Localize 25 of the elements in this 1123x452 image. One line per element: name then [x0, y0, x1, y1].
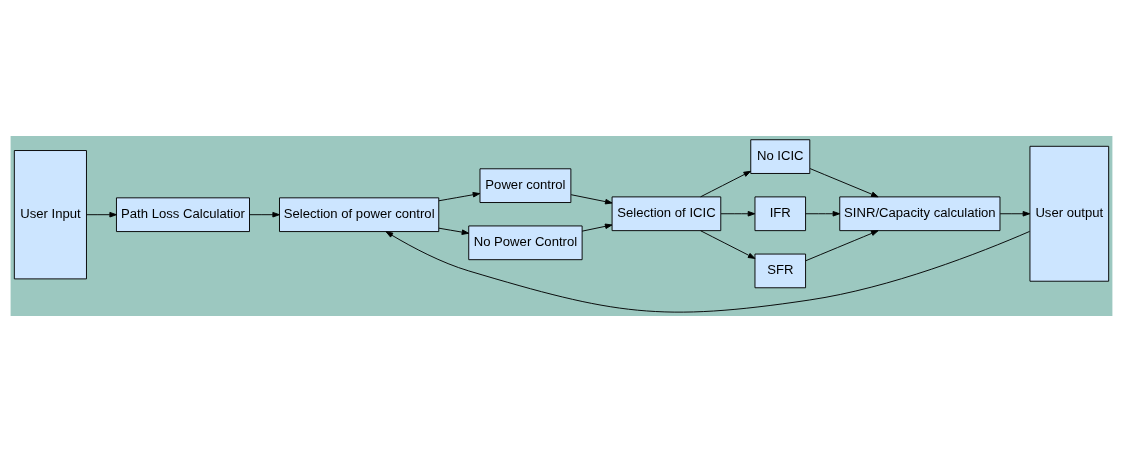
arrow [86, 211, 117, 218]
node-box: Selection of power control [279, 197, 440, 233]
arrow [249, 211, 280, 218]
node-box: SINR/Capacity calculation [839, 196, 1001, 232]
node-box: IFR [754, 196, 807, 232]
arrow [438, 227, 470, 235]
node-box: User output [1029, 145, 1110, 282]
node-box: Power control [479, 168, 572, 203]
arrow [700, 230, 756, 259]
arrow [805, 211, 841, 217]
arrow [438, 192, 481, 202]
node-box: No Power Control [468, 225, 583, 261]
node-box: SFR [754, 253, 807, 289]
arrow [700, 170, 751, 198]
node-box: Selection of ICIC [611, 196, 722, 232]
arrow [570, 194, 613, 205]
node-box: User Input [13, 150, 87, 280]
arrow [720, 211, 756, 217]
arrow [385, 231, 1030, 313]
arrow [809, 168, 879, 198]
node-box: Path Loss Calculatior [116, 197, 250, 233]
arrow [805, 230, 879, 262]
arrow [999, 211, 1031, 217]
node-box: No ICIC [750, 139, 811, 174]
arrow [581, 223, 613, 232]
